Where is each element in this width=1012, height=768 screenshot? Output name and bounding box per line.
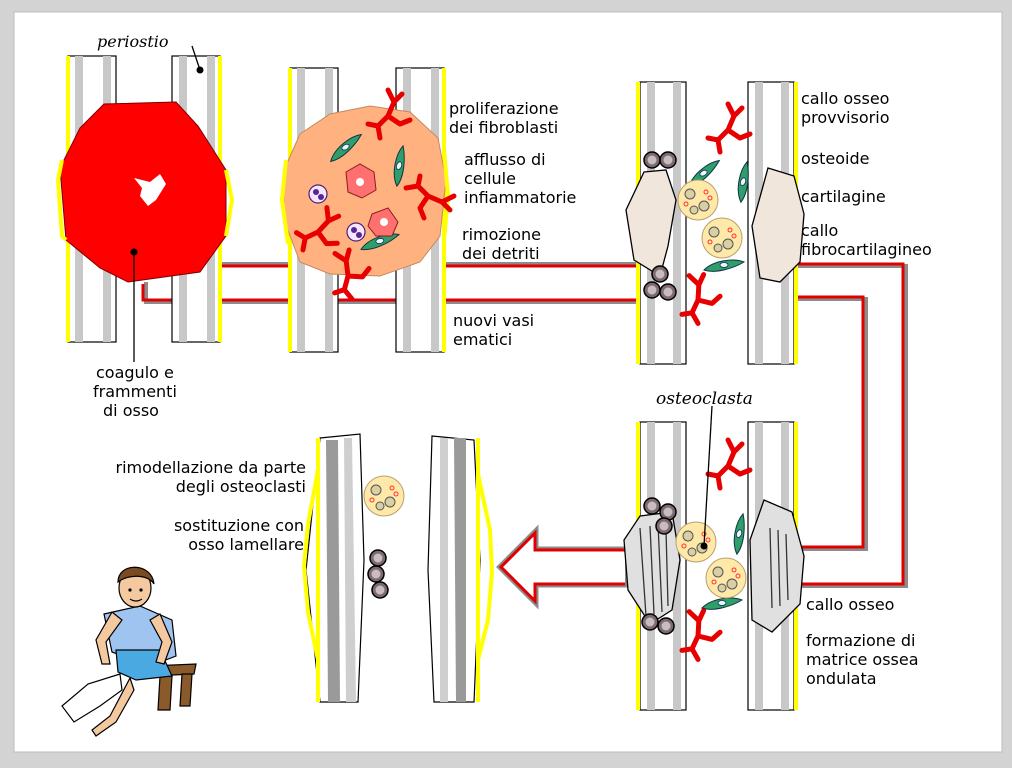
label-matrix-formation-2: matrice ossea (806, 650, 919, 669)
label-remodeling: rimodellazione da parte (116, 458, 307, 477)
label-fibrocartilaginous-callus: callo (801, 221, 838, 240)
label-inflammatory-influx-2: cellule (464, 169, 516, 188)
label-clot-2: frammenti (93, 382, 177, 401)
label-lamellar-replacement-2: osso lamellare (188, 535, 304, 554)
label-provisional-callus: callo osseo (801, 89, 889, 108)
periosteum-pointer (197, 67, 204, 74)
label-debris-removal: rimozione (462, 225, 541, 244)
label-new-vessels: nuovi vasi (453, 311, 534, 330)
label-clot-3: di osso (103, 401, 159, 420)
label-fibroblast-proliferation-2: dei fibroblasti (449, 118, 558, 137)
label-cartilage: cartilagine (801, 187, 886, 206)
label-new-vessels-2: ematici (453, 330, 512, 349)
label-fibrocartilaginous-callus-2: fibrocartilagineo (801, 240, 932, 259)
label-provisional-callus-2: provvisorio (801, 108, 890, 127)
label-debris-removal-2: dei detriti (462, 244, 540, 263)
osteoclast-pointer (701, 543, 708, 550)
label-matrix-formation: formazione di (806, 631, 915, 650)
label-fibroblast-proliferation: proliferazione (449, 99, 559, 118)
label-bony-callus: callo osseo (806, 595, 894, 614)
label-inflammatory-influx-3: infiammatorie (464, 188, 576, 207)
label-matrix-formation-3: ondulata (806, 669, 877, 688)
label-lamellar-replacement: sostituzione con (174, 516, 304, 535)
label-osteoid: osteoide (801, 149, 869, 168)
label-osteoclast: osteoclasta (656, 389, 753, 409)
label-remodeling-2: degli osteoclasti (176, 477, 306, 496)
label-periosteum: periostio (97, 32, 169, 51)
label-clot: coagulo e (96, 363, 174, 382)
label-inflammatory-influx: afflusso di (464, 150, 546, 169)
